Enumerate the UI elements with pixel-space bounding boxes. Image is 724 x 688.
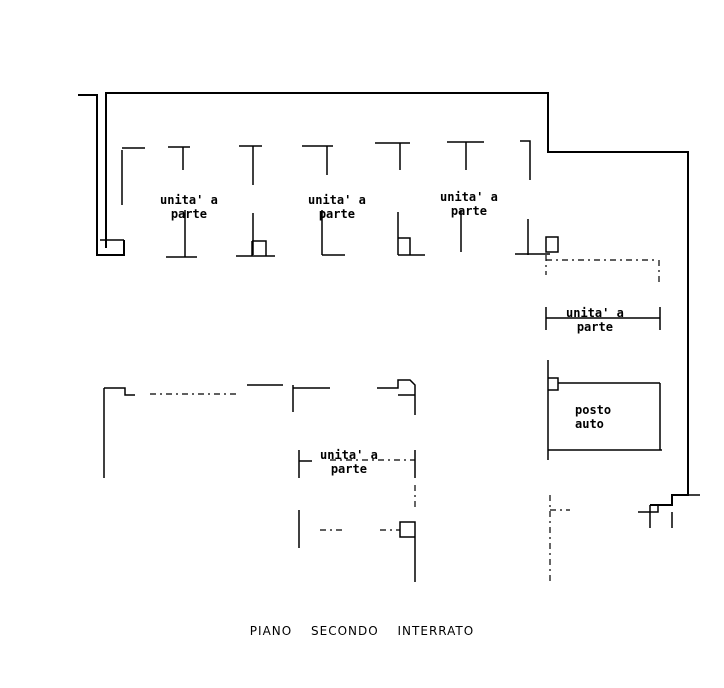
unit-label-line: parte [450,204,487,218]
unit-label-line: unita' a [566,306,624,320]
unit-label-line: parte [576,320,613,334]
unit-label-line: unita' a [308,193,366,207]
unit-label-line: parte [170,207,207,221]
unit-label-line: parte [318,207,355,221]
unit-label-line: parte [330,462,367,476]
drawing-title: PIANO SECONDO INTERRATO [249,624,475,638]
unit-label-line: unita' a [160,193,218,207]
lower-left-units [103,379,416,582]
unit-label-line: unita' a [320,448,378,462]
parking-label-line: auto [575,417,604,431]
upper-partitions [121,140,660,285]
right-units [545,307,662,585]
parking-label-line: posto [575,403,612,417]
unit-label-line: unita' a [440,190,498,204]
outer-walls [78,92,700,528]
